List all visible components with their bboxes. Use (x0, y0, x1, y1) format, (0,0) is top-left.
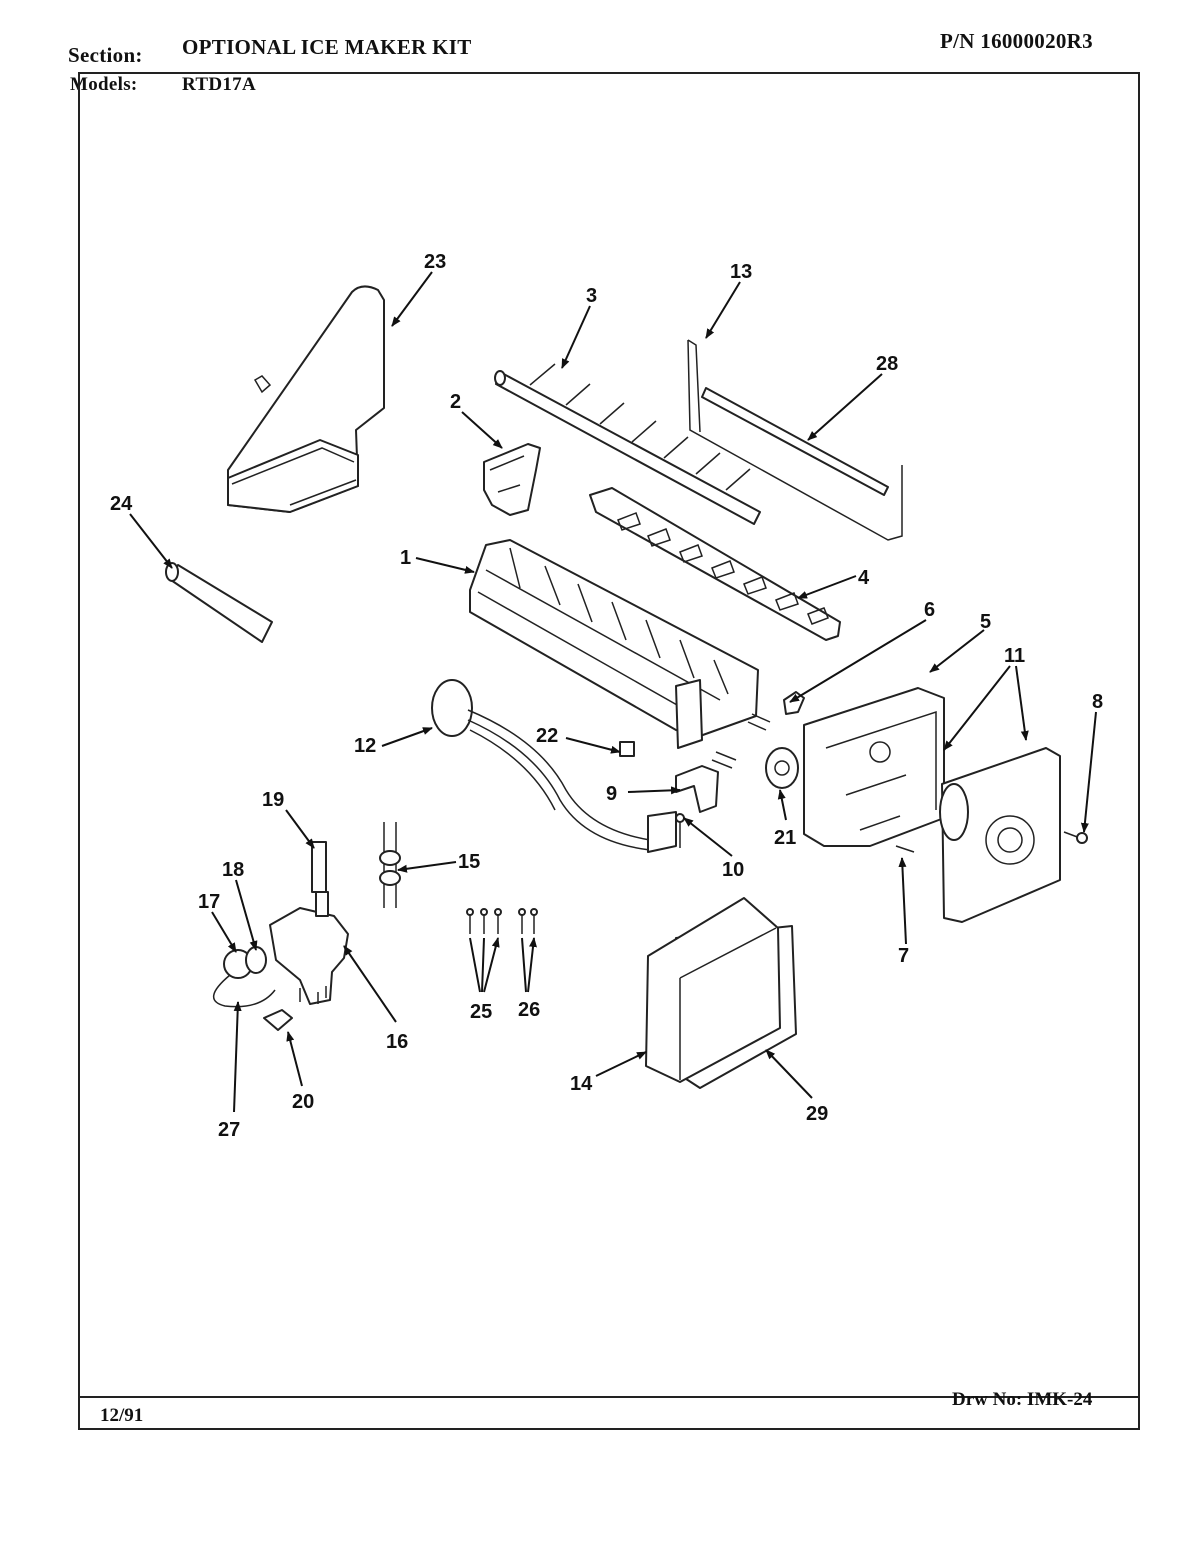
callout-26: 26 (518, 999, 540, 1021)
part-24-fill-tube (165, 562, 273, 643)
callout-18: 18 (222, 859, 244, 881)
part-28-rod (701, 387, 889, 496)
part-2-bracket (483, 443, 541, 516)
callout-9: 9 (606, 783, 617, 805)
callout-24: 24 (110, 493, 133, 515)
callout-12: 12 (354, 735, 376, 757)
callout-7: 7 (898, 945, 909, 967)
part-26-screws (518, 908, 538, 934)
callout-21: 21 (774, 827, 796, 849)
callout-8: 8 (1092, 691, 1103, 713)
part-17-18-connector (213, 946, 276, 1008)
callout-29: 29 (806, 1103, 828, 1125)
part-14-bin (645, 897, 781, 1083)
part-4-stripper (589, 487, 841, 641)
part-9-bracket (675, 765, 719, 813)
callout-5: 5 (980, 611, 991, 633)
callout-4: 4 (858, 567, 870, 589)
callout-10: 10 (722, 859, 744, 881)
callout-17: 17 (198, 891, 220, 913)
callout-13: 13 (730, 261, 752, 283)
callout-14: 14 (570, 1073, 593, 1095)
models-label: Models: (70, 74, 138, 95)
callout-20: 20 (292, 1091, 314, 1113)
section-title: OPTIONAL ICE MAKER KIT (182, 35, 472, 59)
part-20-clip (263, 1009, 293, 1031)
models-value: RTD17A (182, 74, 256, 95)
part-19-tube (311, 841, 327, 893)
springs (711, 713, 771, 769)
callout-22: 22 (536, 725, 558, 747)
part-23-cover (227, 285, 385, 513)
callout-11: 11 (1004, 645, 1025, 667)
part-10-screw (675, 813, 685, 848)
part-15-coupling (379, 822, 401, 908)
callout-28: 28 (876, 353, 898, 375)
part-22 (619, 741, 635, 757)
part-25-screws (466, 908, 502, 934)
footer-divider (78, 1396, 1140, 1398)
part-11-mounting-plate (939, 747, 1061, 923)
part-21-thermostat (765, 747, 799, 789)
diagram-frame (78, 72, 1140, 1430)
part-5-housing (803, 687, 945, 847)
callout-1: 1 (400, 547, 411, 569)
drawing-number: Drw No: IMK-24 (952, 1389, 1093, 1410)
leader-lines (129, 271, 1097, 1113)
callout-6: 6 (924, 599, 935, 621)
callout-19: 19 (262, 789, 284, 811)
part-7-screw (895, 845, 915, 853)
footer-date: 12/91 (100, 1405, 144, 1426)
callout-27: 27 (218, 1119, 240, 1141)
part-16-water-valve (269, 891, 349, 1005)
callout-25: 25 (470, 1001, 492, 1023)
part-13-arm (687, 339, 903, 541)
section-label: Section: (68, 43, 143, 67)
callout-16: 16 (386, 1031, 408, 1053)
callout-23: 23 (424, 251, 446, 273)
callout-2: 2 (450, 391, 461, 413)
part-3-ejector (494, 363, 761, 525)
callout-15: 15 (458, 851, 480, 873)
callout-3: 3 (586, 285, 597, 307)
callout-labels: 23 3 13 28 2 24 1 4 6 5 11 8 22 12 9 21 … (110, 251, 1103, 1141)
part-8-screw (1063, 831, 1088, 844)
part-number: P/N 16000020R3 (940, 29, 1093, 53)
part-12-harness (431, 679, 677, 853)
